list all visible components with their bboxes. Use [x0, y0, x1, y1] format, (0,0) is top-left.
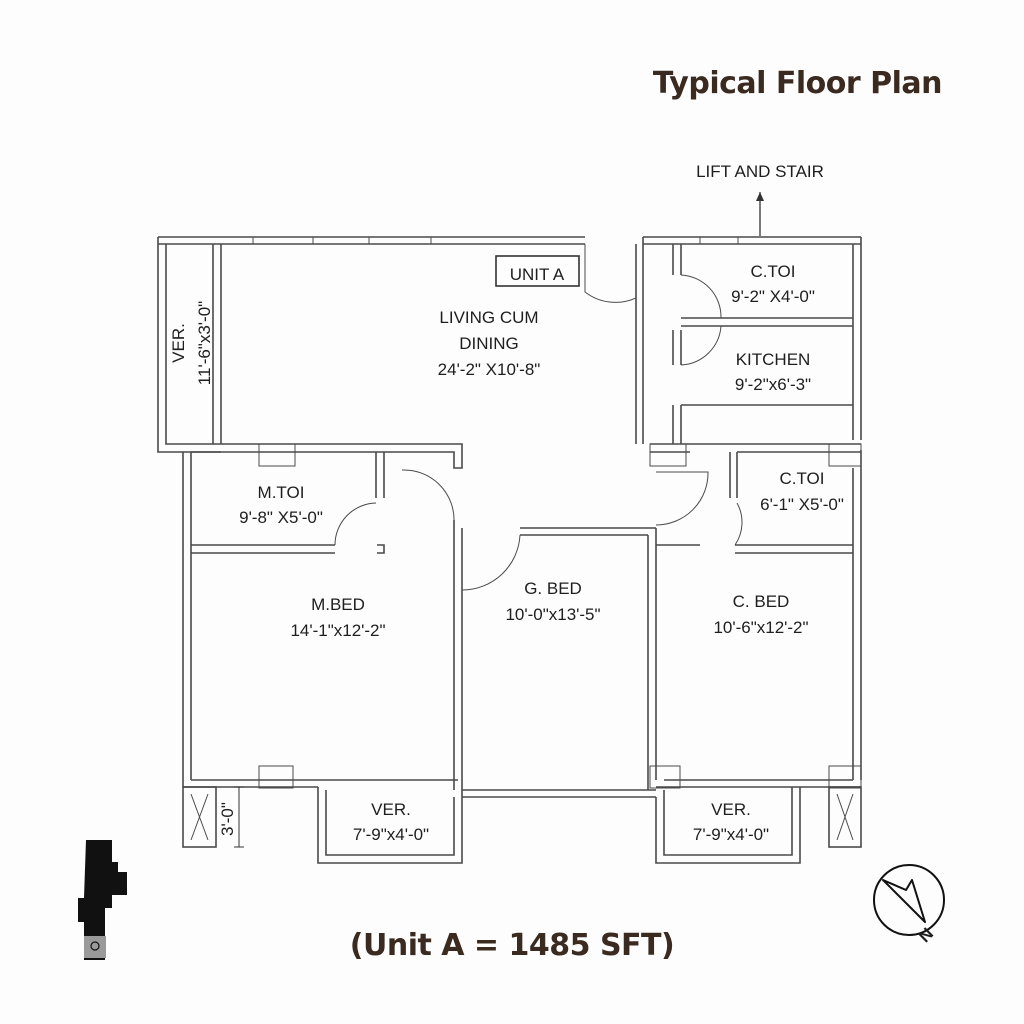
ver-left-name: VER. — [169, 323, 188, 363]
gbed-size: 10'-0"x13'-5" — [505, 605, 600, 624]
living-size: 24'-2" X10'-8" — [438, 360, 541, 379]
ver-mid-size: 7'-9"x4'-0" — [353, 825, 429, 844]
windows — [252, 237, 862, 789]
internal-walls — [191, 237, 861, 797]
kitchen-name: KITCHEN — [736, 350, 811, 369]
unit-box — [495, 255, 580, 287]
lift-label: LIFT AND STAIR — [696, 162, 824, 181]
mtoi-name: M.TOI — [258, 483, 305, 502]
doors — [334, 244, 743, 591]
key-plan-icon — [78, 840, 127, 960]
unit-area-footer: (Unit A = 1485 SFT) — [349, 928, 675, 963]
unit-label: UNIT A — [510, 265, 565, 284]
ctoi-right-size: 6'-1" X5'-0" — [760, 495, 844, 514]
compass-icon — [873, 864, 945, 936]
lift-arrow — [756, 192, 764, 236]
mbed-size: 14'-1"x12'-2" — [290, 621, 385, 640]
ctoi-right-name: C.TOI — [779, 469, 824, 488]
ver-left-size: 11'-6"x3'-0" — [195, 301, 214, 385]
dimension-label: 3'-0" — [218, 802, 237, 836]
ver-right-name: VER. — [711, 800, 751, 819]
cbed-name: C. BED — [733, 592, 790, 611]
plan-title: Typical Floor Plan — [652, 66, 943, 101]
bottom-verandahs — [182, 786, 862, 864]
dimension-marker — [234, 786, 244, 848]
ver-right-size: 7'-9"x4'-0" — [693, 825, 769, 844]
ver-mid-name: VER. — [371, 800, 411, 819]
mbed-name: M.BED — [311, 595, 365, 614]
ctoi-top-name: C.TOI — [750, 262, 795, 281]
cbed-size: 10'-6"x12'-2" — [713, 618, 808, 637]
outer-walls — [157, 236, 862, 798]
ctoi-top-size: 9'-2" X4'-0" — [731, 287, 815, 306]
living-name-1: LIVING CUM — [439, 308, 538, 327]
gbed-name: G. BED — [524, 579, 582, 598]
compass-label: N — [915, 924, 937, 946]
mtoi-size: 9'-8" X5'-0" — [239, 508, 323, 527]
kitchen-size: 9'-2"x6'-3" — [735, 375, 811, 394]
living-name-2: DINING — [459, 334, 519, 353]
